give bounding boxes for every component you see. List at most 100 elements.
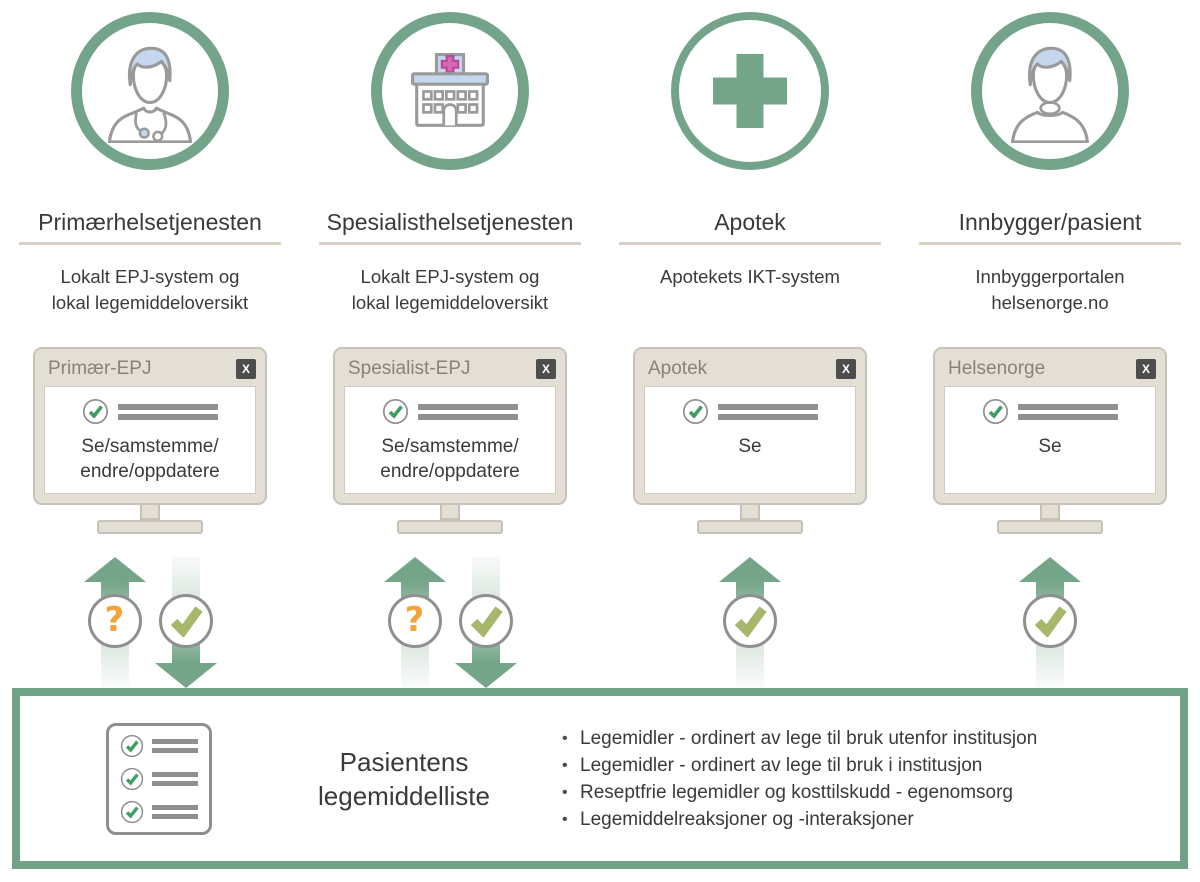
checked-entry [382,398,518,425]
app-window: Helsenorge X Se [933,347,1167,505]
check-circle-icon [382,398,409,425]
checked-entry [82,398,218,425]
data-flow-arrows [718,557,782,688]
medication-list-icon [106,722,212,835]
window-title: Apotek [648,358,708,379]
check-icon [723,594,777,648]
monitor-specialist-epj: Spesialist-EPJ X Se/samstemme/ endre/opp… [333,347,567,534]
arrow-up [1018,557,1082,688]
monitor-helsenorge: Helsenorge X Se [933,347,1167,534]
screen-action-text: Se/samstemme/ endre/oppdatere [80,436,220,482]
text-line-placeholder [152,738,198,753]
text-line-placeholder [718,403,818,420]
check-circle-icon [120,767,144,790]
check-icon [458,594,513,648]
window-title: Primær-EPJ [48,358,152,379]
pharmacy-cross-icon [671,12,829,170]
text-line-placeholder [1018,403,1118,420]
title-divider [919,242,1181,245]
arrow-down-head [154,663,217,688]
check-circle-icon [82,398,109,425]
close-icon[interactable]: X [1136,359,1156,379]
app-window: Primær-EPJ X Se/samstemme/ endre/oppdate… [33,347,267,505]
title-divider [19,242,281,245]
arrow-up-head [719,557,781,582]
bullet-item: Legemidler - ordinert av lege til bruk u… [562,725,1037,752]
arrow-up-head [1019,557,1081,582]
bullet-item: Legemiddelreaksjoner og -interaksjoner [562,806,1037,833]
window-title: Helsenorge [948,358,1046,379]
monitor-stand-neck [140,505,160,520]
close-icon[interactable]: X [836,359,856,379]
monitor-primary-epj: Primær-EPJ X Se/samstemme/ endre/oppdate… [33,347,267,534]
column-subtitle: Lokalt EPJ-system og lokal legemiddelove… [351,266,549,313]
medication-list-bullets: Legemidler - ordinert av lege til bruk u… [562,725,1037,833]
column-subtitle: Lokalt EPJ-system og lokal legemiddelove… [51,266,249,313]
screen-action-text: Se [738,436,762,457]
box-title: Pasientens legemiddelliste [318,746,490,811]
check-circle-icon [120,800,144,823]
column-pharmacy: Apotek Apotekets IKT-system Apotek X Se [600,0,900,688]
window-screen: Se [644,386,856,494]
screen-action-text: Se [1038,436,1062,457]
monitor-stand-base [697,520,803,534]
list-item [109,767,209,791]
window-titlebar: Helsenorge X [935,349,1165,386]
arrow-down [154,557,218,688]
monitor-stand-base [997,520,1103,534]
list-item [109,800,209,824]
column-citizen: Innbygger/pasient Innbyggerportalen hels… [900,0,1200,688]
data-flow-arrows: ? [383,557,518,688]
text-line-placeholder [152,771,198,786]
text-line-placeholder [418,403,518,420]
arrow-up: ? [383,557,447,688]
actor-columns: Primærhelsetjenesten Lokalt EPJ-system o… [0,0,1200,688]
list-item [109,734,209,758]
title-divider [619,242,881,245]
patient-medication-list-box: Pasientens legemiddelliste Legemidler - … [12,688,1188,869]
monitor-stand-base [97,520,203,534]
monitor-stand-neck [740,505,760,520]
check-icon [1023,594,1077,648]
arrow-up-head [383,557,446,582]
column-primary-care: Primærhelsetjenesten Lokalt EPJ-system o… [0,0,300,688]
text-line-placeholder [118,403,218,420]
question-icon: ? [87,594,142,648]
arrow-up: ? [83,557,147,688]
hospital-icon [371,12,529,170]
close-icon[interactable]: X [236,359,256,379]
citizen-icon [971,12,1129,170]
arrow-down-head [454,663,517,688]
monitor-stand-neck [440,505,460,520]
column-subtitle: Innbyggerportalen helsenorge.no [975,266,1125,313]
check-icon [158,594,213,648]
arrow-up [718,557,782,688]
text-line-placeholder [152,804,198,819]
app-window: Spesialist-EPJ X Se/samstemme/ endre/opp… [333,347,567,505]
checked-entry [682,398,818,425]
window-titlebar: Spesialist-EPJ X [335,349,565,386]
check-circle-icon [982,398,1009,425]
check-circle-icon [120,734,144,757]
check-circle-icon [682,398,709,425]
column-title: Primærhelsetjenesten [38,209,262,235]
column-title: Innbygger/pasient [958,209,1142,235]
window-title: Spesialist-EPJ [348,358,471,379]
title-divider [319,242,581,245]
arrow-up-head [83,557,146,582]
arrow-down [454,557,518,688]
doctor-icon [71,12,229,170]
window-titlebar: Apotek X [635,349,865,386]
monitor-stand-neck [1040,505,1060,520]
close-icon[interactable]: X [536,359,556,379]
bullet-item: Legemidler - ordinert av lege til bruk i… [562,752,1037,779]
column-specialist-care: Spesialisthelsetjenesten Lokalt EPJ-syst… [300,0,600,688]
bullet-item: Reseptfrie legemidler og kosttilskudd - … [562,779,1037,806]
data-flow-arrows: ? [83,557,218,688]
window-screen: Se/samstemme/ endre/oppdatere [44,386,256,494]
checked-entry [982,398,1118,425]
window-screen: Se [944,386,1156,494]
screen-action-text: Se/samstemme/ endre/oppdatere [380,436,520,482]
question-icon: ? [387,594,442,648]
